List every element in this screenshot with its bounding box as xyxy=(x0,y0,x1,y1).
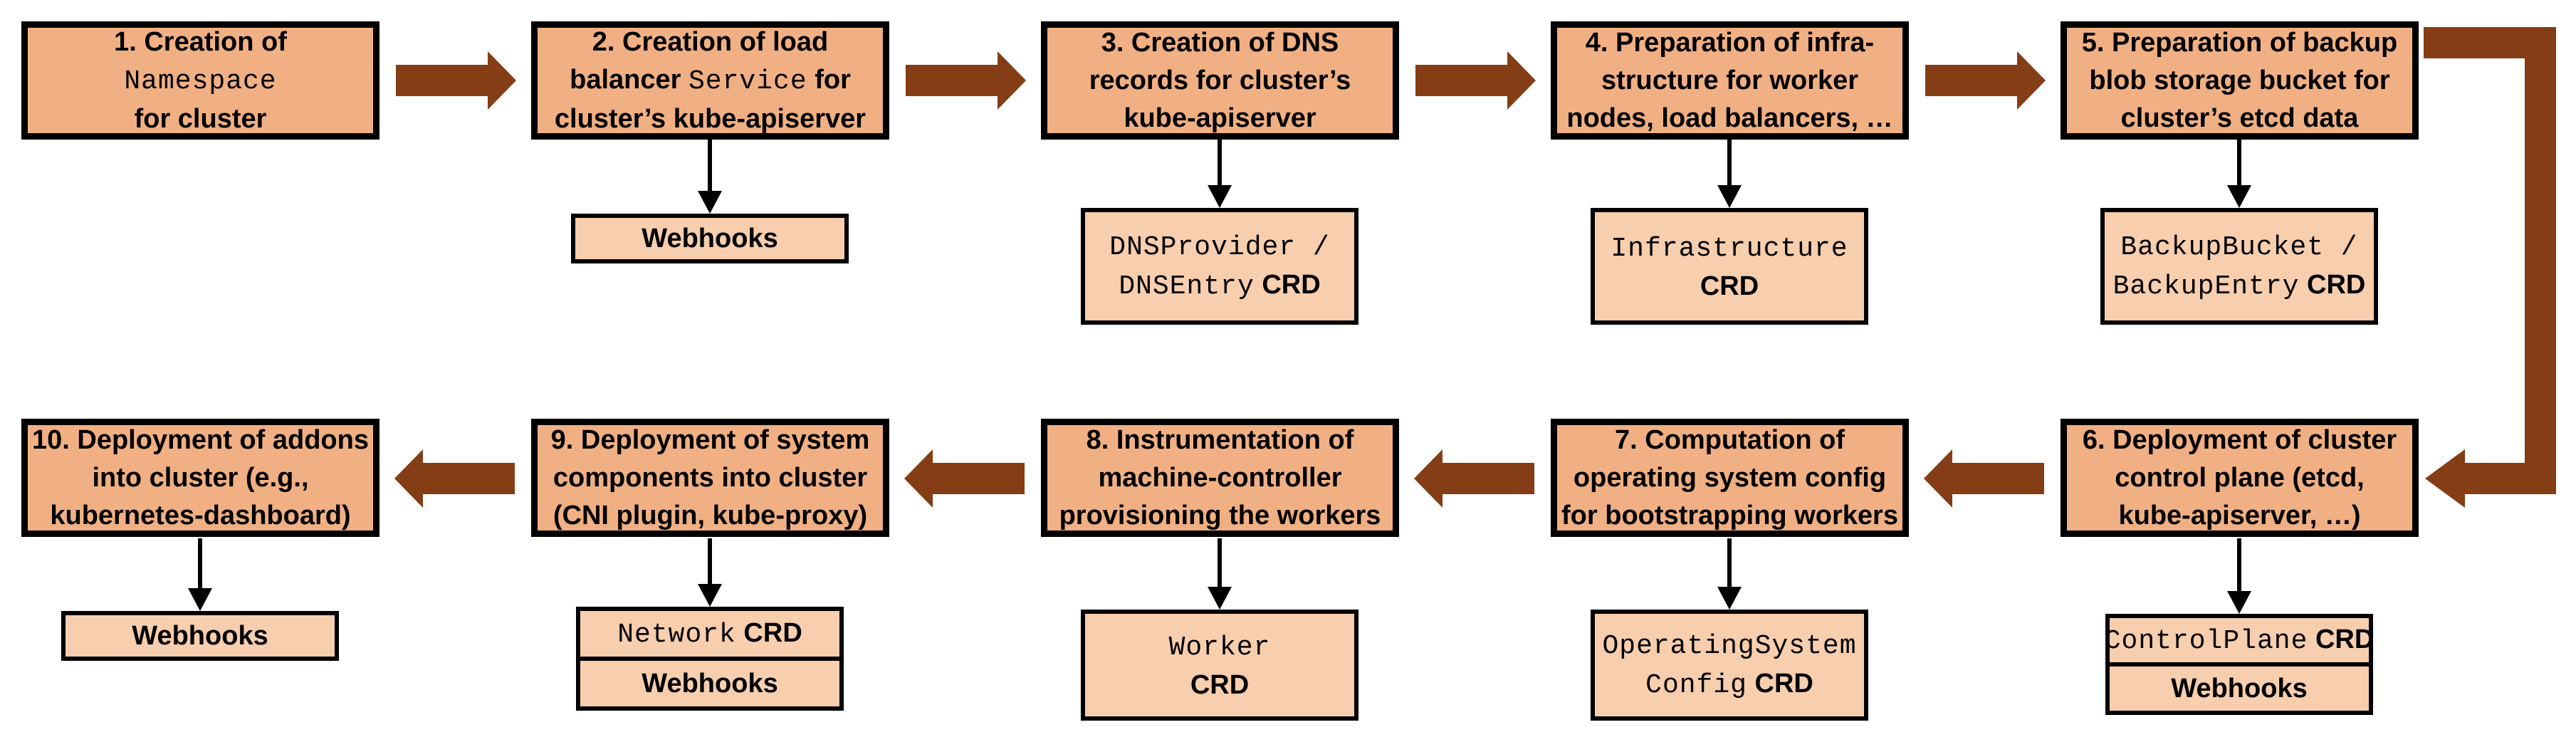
connector-step9-crd xyxy=(698,538,722,607)
step-8-crd-box: Worker CRD xyxy=(1081,610,1358,721)
step-3-line-1: 3. Creation of DNS xyxy=(1101,27,1339,58)
step-6-line-2: control plane (etcd, xyxy=(2115,462,2365,493)
connector-step8-crd xyxy=(1208,538,1232,610)
step-10-line-2: into cluster (e.g., xyxy=(92,462,309,493)
webhooks-label: Webhooks xyxy=(642,224,778,254)
step-4-crd-box: Infrastructure CRD xyxy=(1591,208,1868,325)
step-10-line-3: kubernetes-dashboard) xyxy=(50,500,351,531)
step-5-box: 5. Preparation of backup blob storage bu… xyxy=(2061,21,2419,140)
crd-line-1: ControlPlane CRD xyxy=(2104,624,2375,657)
flow-arrow-step8-to-step9 xyxy=(904,449,1025,508)
step-4-line-3: nodes, load balancers, … xyxy=(1566,103,1893,133)
webhooks-label: Webhooks xyxy=(642,669,778,699)
flow-arrow-step7-to-step8 xyxy=(1414,449,1534,508)
crd-line-1: OperatingSystem xyxy=(1602,631,1857,662)
connector-step2-webhooks xyxy=(698,140,722,214)
step-1-line-3: for cluster xyxy=(134,103,267,134)
connector-step7-crd xyxy=(1717,538,1742,610)
step-5-line-2: blob storage bucket for xyxy=(2089,65,2390,95)
step-1-line-2: Namespace xyxy=(124,66,277,97)
step-10-line-1: 10. Deployment of addons xyxy=(32,424,369,455)
step-6-line-1: 6. Deployment of cluster xyxy=(2082,424,2397,455)
step-4-box: 4. Preparation of infra- structure for w… xyxy=(1551,21,1909,140)
webhooks-label: Webhooks xyxy=(132,621,268,651)
crd-line-1: DNSProvider / xyxy=(1109,232,1330,263)
connector-step10-webhooks xyxy=(188,538,212,611)
step-5-crd-box: BackupBucket / BackupEntry CRD xyxy=(2100,208,2378,325)
flow-arrow-step6-to-step7 xyxy=(1924,449,2044,508)
step-9-crd-box: Network CRD xyxy=(576,607,844,661)
connector-step5-crd xyxy=(2227,140,2251,208)
crd-line-1: Infrastructure xyxy=(1611,233,1848,264)
step-8-line-1: 8. Instrumentation of xyxy=(1086,424,1354,455)
webhooks-label: Webhooks xyxy=(2171,674,2308,704)
step-6-box: 6. Deployment of cluster control plane (… xyxy=(2061,419,2419,537)
step-6-line-3: kube-apiserver, …) xyxy=(2118,500,2361,531)
step-8-line-2: machine-controller xyxy=(1098,462,1342,493)
step-7-box: 7. Computation of operating system confi… xyxy=(1551,419,1909,537)
step-9-line-1: 9. Deployment of system xyxy=(550,424,870,455)
connector-step3-crd xyxy=(1208,140,1232,208)
step-9-line-2: components into cluster xyxy=(553,462,868,493)
flow-arrow-step2-to-step3 xyxy=(906,51,1026,110)
step-2-webhooks-box: Webhooks xyxy=(571,214,849,263)
step-7-line-1: 7. Computation of xyxy=(1615,424,1845,455)
connector-step6-crd xyxy=(2227,538,2251,614)
crd-line-2: CRD xyxy=(1700,271,1759,301)
step-3-box: 3. Creation of DNS records for cluster’s… xyxy=(1041,21,1399,140)
step-2-box: 2. Creation of load balancer Service for… xyxy=(531,21,889,140)
flow-arrow-step3-to-step4 xyxy=(1415,51,1536,110)
crd-line-1: Worker xyxy=(1168,632,1271,663)
crd-line-1: BackupBucket / xyxy=(2120,232,2358,263)
crd-line-2: CRD xyxy=(1190,669,1250,700)
step-10-box: 10. Deployment of addons into cluster (e… xyxy=(21,419,379,537)
step-3-line-2: records for cluster’s xyxy=(1089,65,1351,95)
step-5-line-3: cluster’s etcd data xyxy=(2120,103,2359,133)
crd-line-2: DNSEntry CRD xyxy=(1119,270,1321,302)
step-6-crd-box: ControlPlane CRD xyxy=(2104,614,2375,667)
step-9-line-3: (CNI plugin, kube-proxy) xyxy=(553,500,868,531)
step-9-box: 9. Deployment of system components into … xyxy=(531,419,889,537)
crd-line-1: Network CRD xyxy=(617,617,802,650)
step-5-line-1: 5. Preparation of backup xyxy=(2081,27,2398,58)
step-1-line-1: 1. Creation of xyxy=(114,26,287,57)
step-2-line-2: balancer Service for xyxy=(570,64,851,97)
crd-line-2: BackupEntry CRD xyxy=(2112,270,2366,302)
flow-arrow-step9-to-step10 xyxy=(394,449,515,508)
step-7-crd-box: OperatingSystem Config CRD xyxy=(1591,610,1868,721)
step-6-webhooks-box: Webhooks xyxy=(2105,662,2373,715)
step-4-line-2: structure for worker xyxy=(1601,65,1859,95)
step-2-line-1: 2. Creation of load xyxy=(592,26,829,57)
crd-line-2: Config CRD xyxy=(1645,669,1813,701)
flow-arrow-step4-to-step5 xyxy=(1925,51,2046,110)
step-1-box: 1. Creation of Namespace for cluster xyxy=(21,21,379,140)
flow-arrow-step5-to-step6-elbow xyxy=(2424,27,2556,508)
step-7-line-3: for bootstrapping workers xyxy=(1561,500,1898,531)
step-9-webhooks-box: Webhooks xyxy=(576,657,844,711)
step-2-line-3: cluster’s kube-apiserver xyxy=(554,103,866,134)
step-8-box: 8. Instrumentation of machine-controller… xyxy=(1041,419,1399,537)
step-3-line-3: kube-apiserver xyxy=(1124,103,1316,133)
flow-arrow-step1-to-step2 xyxy=(396,51,516,110)
step-4-line-1: 4. Preparation of infra- xyxy=(1585,27,1875,58)
step-3-crd-box: DNSProvider / DNSEntry CRD xyxy=(1081,208,1358,325)
step-8-line-3: provisioning the workers xyxy=(1059,500,1381,531)
step-10-webhooks-box: Webhooks xyxy=(61,611,339,661)
step-7-line-2: operating system config xyxy=(1573,462,1887,493)
connector-step4-crd xyxy=(1717,140,1742,208)
